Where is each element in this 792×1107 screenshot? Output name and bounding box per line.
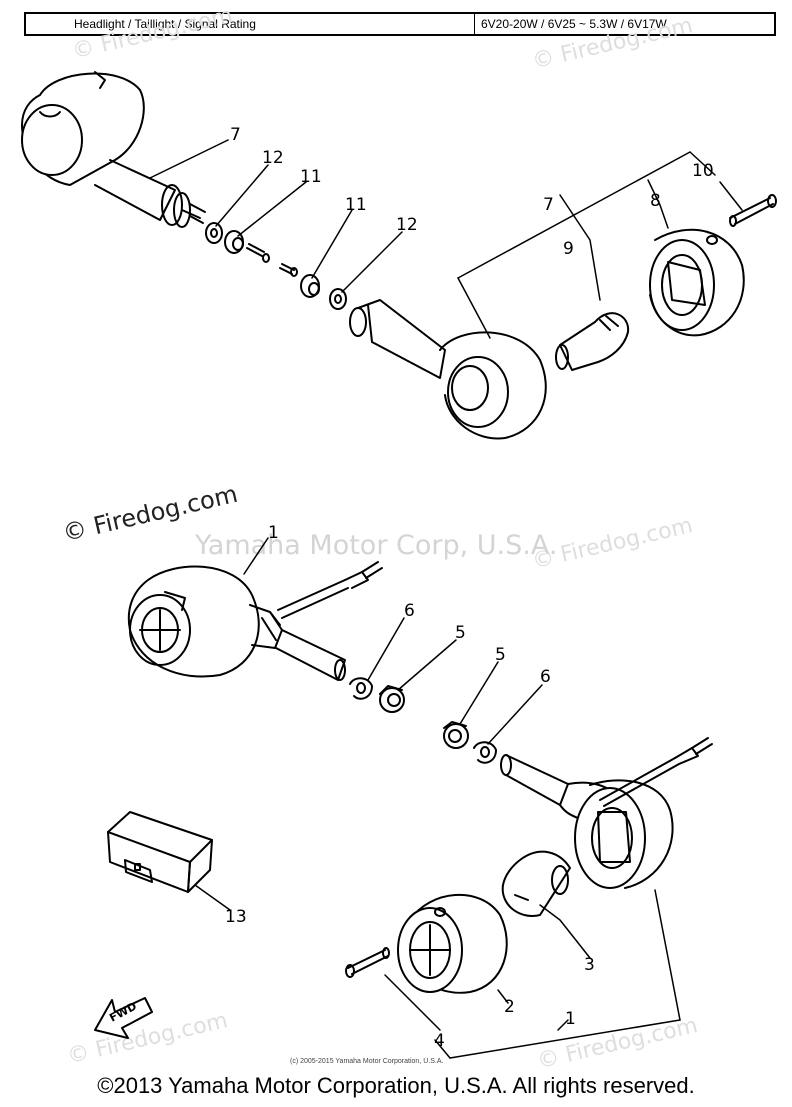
callout-upper-right-nut: 11: [345, 195, 367, 215]
lower-bulb: [501, 850, 571, 917]
callout-upper-left-nut: 11: [300, 167, 322, 187]
callout-upper-left-housing: 7: [230, 125, 241, 145]
lower-screw: [345, 947, 390, 978]
callout-upper-screw: 10: [692, 161, 714, 181]
callouts: 7 12 11 11 12 7 9 8 10 1 6 5 5 6 13 3 2 …: [225, 125, 714, 1051]
callout-lower-lens: 2: [504, 997, 515, 1017]
upper-left-signal-housing: [21, 71, 206, 228]
callout-upper-right-washer: 12: [396, 215, 418, 235]
upper-right-nut: [300, 274, 320, 298]
fwd-arrow-icon: [94, 997, 153, 1039]
lower-right-nut: [443, 721, 469, 749]
callout-upper-group: 7: [543, 195, 554, 215]
lower-left-signal-housing: [127, 565, 346, 681]
spec-table: Headlight / Taillight / Signal Rating 6V…: [24, 12, 776, 36]
callout-flasher-relay: 13: [225, 907, 247, 927]
callout-upper-bulb: 9: [563, 239, 574, 259]
upper-right-stud: [279, 263, 298, 277]
callout-lower-left-washer: 6: [404, 601, 415, 621]
upper-leaders: [149, 139, 403, 293]
lower-leaders: [194, 537, 681, 1059]
flasher-relay: [107, 811, 213, 893]
spec-value: 6V20-20W / 6V25 ~ 5.3W / 6V17W: [481, 17, 667, 31]
lower-right-signal-housing: [500, 754, 674, 889]
upper-right-washer: [329, 288, 347, 310]
callout-lower-left-assembly: 1: [268, 523, 279, 543]
upper-right-signal-housing: [349, 299, 547, 440]
callout-lower-screw: 4: [434, 1031, 445, 1051]
lower-lens: [397, 894, 508, 994]
upper-left-nut: [224, 230, 270, 263]
callout-upper-left-washer: 12: [262, 148, 284, 168]
callout-lower-bulb: 3: [584, 955, 595, 975]
callout-lower-right-washer: 6: [540, 667, 551, 687]
copyright-small: (c) 2005-2015 Yamaha Motor Corporation, …: [290, 1058, 444, 1065]
lower-right-washer: [473, 741, 497, 764]
lower-left-washer: [349, 677, 373, 700]
lower-left-nut: [379, 685, 405, 713]
upper-group-bracket: [457, 151, 743, 339]
callout-lower-assembly: 1: [565, 1009, 576, 1029]
callout-upper-lens: 8: [650, 191, 661, 211]
lower-left-wire: [277, 561, 383, 619]
upper-bulb: [555, 312, 630, 371]
callout-lower-left-nut: 5: [455, 623, 466, 643]
upper-left-washer: [205, 222, 223, 244]
upper-screw: [729, 194, 777, 227]
upper-lens: [649, 228, 745, 337]
callout-lower-right-nut: 5: [495, 645, 506, 665]
spec-label: Headlight / Taillight / Signal Rating: [26, 14, 475, 34]
copyright-notice: ©2013 Yamaha Motor Corporation, U.S.A. A…: [97, 1073, 695, 1098]
lower-right-wire: [599, 737, 713, 807]
